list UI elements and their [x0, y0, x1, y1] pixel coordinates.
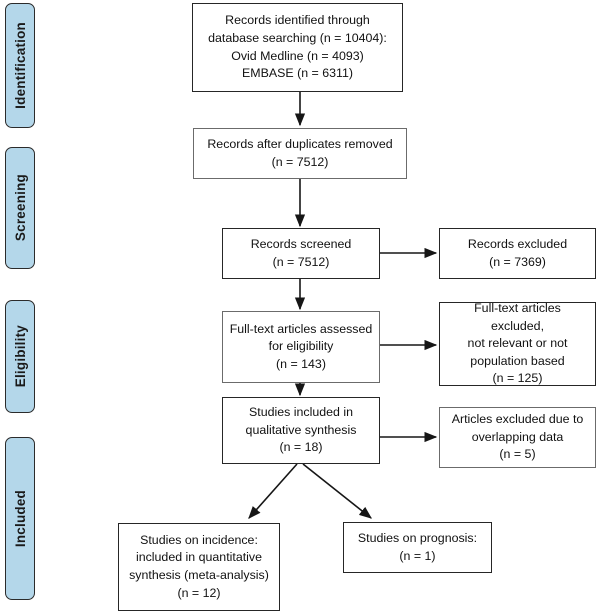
box-records-identified-text: Records identified through database sear…: [208, 13, 387, 81]
box-fulltext-assessed-text: Full-text articles assessed for eligibil…: [229, 321, 373, 371]
box-records-screened: Records screened (n = 7512): [222, 228, 380, 279]
box-fulltext-excluded: Full-text articles excluded, not relevan…: [439, 300, 596, 386]
box-records-after-duplicates: Records after duplicates removed (n = 75…: [193, 128, 407, 179]
stage-included-label: Included: [12, 489, 28, 548]
stage-eligibility-label: Eligibility: [12, 325, 28, 388]
stage-identification: Identification: [5, 3, 35, 128]
box-articles-excluded-overlap: Articles excluded due to overlapping dat…: [439, 407, 596, 468]
stage-screening-label: Screening: [12, 174, 28, 242]
box-studies-prognosis-text: Studies on prognosis: (n = 1): [357, 530, 478, 563]
box-studies-prognosis: Studies on prognosis: (n = 1): [343, 522, 492, 573]
box-fulltext-assessed: Full-text articles assessed for eligibil…: [222, 311, 380, 383]
box-articles-excluded-overlap-text: Articles excluded due to overlapping dat…: [451, 412, 584, 462]
box-records-screened-text: Records screened (n = 7512): [250, 236, 352, 269]
arrow-qualitative-to-prognosis: [302, 463, 373, 519]
box-records-excluded: Records excluded (n = 7369): [439, 228, 596, 279]
stage-screening: Screening: [5, 147, 35, 269]
box-records-after-duplicates-text: Records after duplicates removed (n = 75…: [207, 136, 393, 169]
stage-included: Included: [5, 437, 35, 600]
box-studies-incidence-text: Studies on incidence: included in quanti…: [129, 532, 269, 600]
box-fulltext-excluded-text: Full-text articles excluded, not relevan…: [467, 300, 568, 386]
box-records-excluded-text: Records excluded (n = 7369): [467, 236, 568, 269]
box-studies-incidence: Studies on incidence: included in quanti…: [118, 523, 280, 611]
box-studies-qualitative: Studies included in qualitative synthesi…: [222, 397, 380, 464]
stage-eligibility: Eligibility: [5, 300, 35, 413]
box-records-identified: Records identified through database sear…: [192, 3, 403, 92]
arrow-qualitative-to-incidence: [248, 463, 298, 519]
box-studies-qualitative-text: Studies included in qualitative synthesi…: [245, 405, 357, 455]
stage-identification-label: Identification: [12, 22, 28, 109]
